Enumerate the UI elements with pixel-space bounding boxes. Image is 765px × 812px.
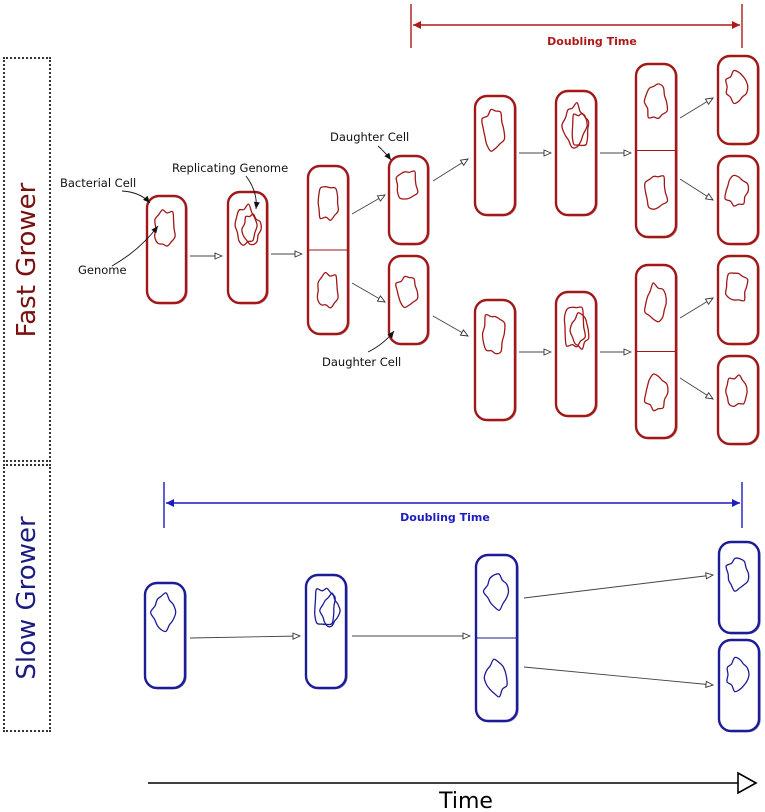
fast-cell-final-1 [716, 54, 760, 146]
slow-cell-final-2 [717, 638, 761, 733]
annotation-replicating-genome: Replicating Genome [172, 161, 288, 210]
flow-arrow [432, 315, 468, 336]
flow-arrow [679, 298, 713, 319]
genome-shape [395, 170, 419, 200]
genome-shape [725, 69, 749, 105]
slow-cell-stage-1 [143, 581, 187, 690]
replicating-genome-shape [241, 213, 262, 246]
time-axis: Time [148, 771, 758, 812]
slow-doubling-time-label: Doubling Time [400, 511, 490, 524]
genome-shape [316, 271, 339, 309]
svg-text:Replicating Genome: Replicating Genome [172, 161, 288, 175]
fast-cell-top-stage-2 [554, 89, 598, 217]
genome-shape [725, 374, 748, 407]
genome-shape [644, 282, 667, 323]
svg-text:Daughter Cell: Daughter Cell [322, 355, 401, 369]
genome-shape [726, 656, 750, 693]
genome-shape [483, 658, 508, 698]
fast-doubling-time-label: Doubling Time [547, 35, 637, 48]
flow-arrow [189, 636, 300, 638]
time-axis-label: Time [438, 789, 493, 812]
slow-cell-stage-2 [304, 573, 348, 690]
genome-shape [563, 306, 586, 348]
replicating-genome-shape [319, 592, 341, 628]
fast-daughter-cell-bottom [387, 254, 430, 346]
fast-cell-final-3 [716, 254, 760, 346]
replicating-genome-shape [571, 112, 590, 147]
slow-cell-dividing [474, 553, 519, 723]
genome-shape [643, 175, 669, 210]
genome-shape [482, 573, 510, 611]
annotation-daughter-cell-bottom: Daughter Cell [322, 330, 401, 369]
flow-arrow [679, 178, 713, 200]
genome-shape [481, 108, 506, 152]
fast-cell-bottom-dividing [634, 263, 678, 440]
flow-arrow [679, 377, 713, 399]
genome-shape [317, 186, 340, 221]
fast-cell-bottom-stage-2 [554, 290, 598, 418]
slow-doubling-time-bracket: Doubling Time [163, 482, 743, 528]
annotation-bacterial-cell: Bacterial Cell [60, 176, 151, 204]
fast-cell-stage-3-dividing [306, 164, 350, 336]
annotation-genome: Genome [78, 225, 159, 277]
flow-arrow [351, 282, 385, 302]
svg-text:Daughter Cell: Daughter Cell [330, 130, 409, 144]
genome-shape [643, 83, 669, 120]
genome-shape [314, 587, 336, 626]
fast-grower-panel: Fast Grower [3, 57, 51, 462]
flow-arrow [523, 666, 713, 685]
genome-shape [149, 592, 177, 633]
flow-arrow [351, 195, 385, 215]
flow-arrow [679, 98, 713, 119]
replicating-genome-shape [569, 312, 590, 350]
annotation-daughter-cell-top: Daughter Cell [330, 130, 409, 161]
genome-shape [561, 102, 588, 149]
fast-cell-top-stage-1 [473, 94, 517, 217]
fast-daughter-cell-top [387, 154, 430, 246]
genome-shape [643, 373, 669, 412]
genome-shape [234, 203, 258, 246]
genome-shape [395, 275, 419, 309]
flow-arrow [432, 159, 468, 182]
fast-cell-bottom-stage-1 [473, 298, 517, 422]
fast-cell-final-4 [716, 354, 760, 446]
fast-doubling-time-bracket: Doubling Time [410, 4, 743, 48]
fast-cell-top-dividing [634, 62, 678, 239]
fast-cell-stage-1 [145, 194, 188, 305]
genome-shape [724, 174, 750, 207]
svg-text:Bacterial Cell: Bacterial Cell [60, 176, 136, 190]
slow-grower-panel: Slow Grower [3, 464, 51, 732]
genome-shape [481, 313, 506, 355]
svg-text:Genome: Genome [78, 263, 127, 277]
fast-cell-stage-2 [226, 190, 269, 305]
genome-shape [724, 272, 749, 302]
slow-cell-final-1 [717, 540, 761, 635]
flow-arrow [523, 575, 713, 599]
genome-shape [725, 557, 750, 592]
fast-cell-final-2 [716, 154, 760, 246]
